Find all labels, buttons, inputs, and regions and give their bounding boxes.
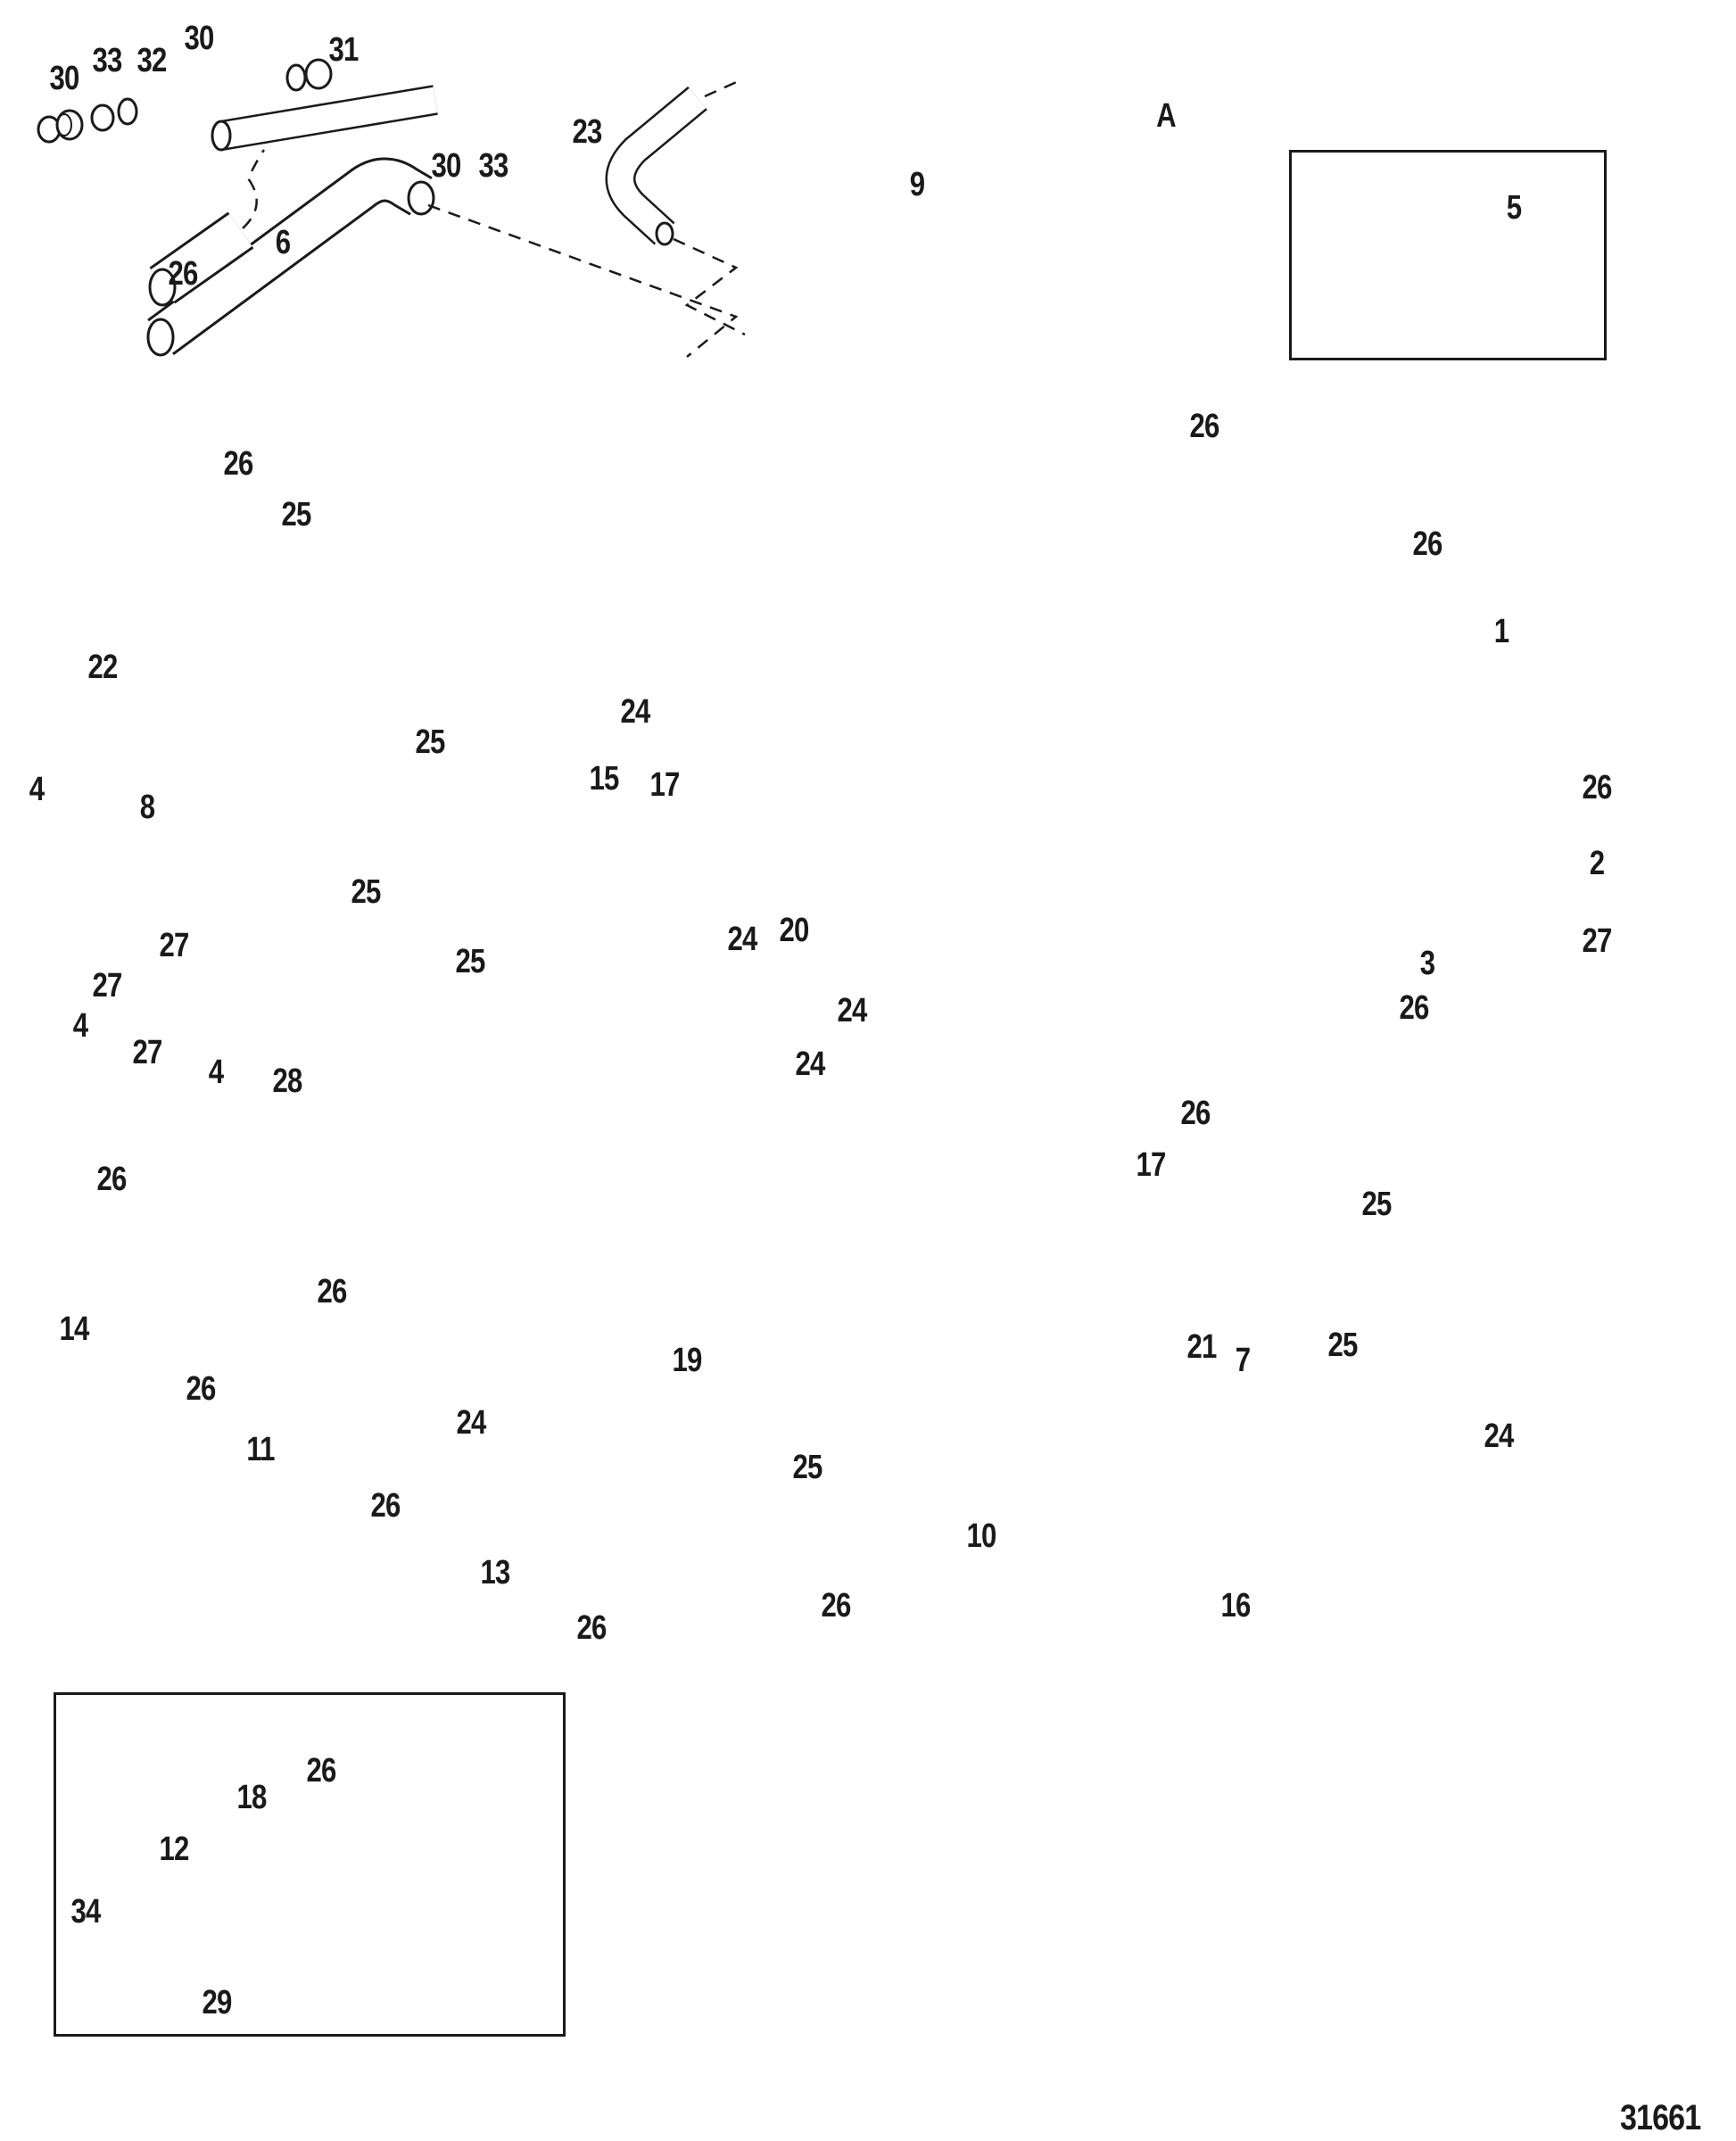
callout-26: 26	[1412, 525, 1443, 563]
callout-33: 33	[478, 147, 508, 185]
hose-9	[605, 86, 707, 246]
callout-15: 15	[589, 760, 619, 798]
clamp-30	[285, 63, 307, 92]
callout-25: 25	[792, 1449, 823, 1486]
callout-26: 26	[576, 1609, 607, 1647]
callout-28: 28	[272, 1062, 302, 1100]
callout-11: 11	[246, 1431, 275, 1468]
callout-25: 25	[351, 873, 381, 911]
callout-24: 24	[837, 992, 867, 1029]
callout-24: 24	[1484, 1418, 1514, 1455]
callout-12: 12	[159, 1831, 189, 1868]
callout-6: 6	[275, 224, 291, 261]
callout-13: 13	[480, 1554, 510, 1591]
callout-26: 26	[317, 1273, 347, 1310]
callout-9: 9	[909, 166, 925, 203]
callout-34: 34	[70, 1893, 101, 1930]
callout-17: 17	[649, 766, 680, 804]
callout-30: 30	[431, 147, 461, 185]
callout-25: 25	[455, 943, 485, 980]
clamp-30	[117, 97, 138, 126]
callout-1: 1	[1493, 613, 1509, 650]
inset-box-cooling-tube	[1289, 150, 1607, 360]
fitting-32	[90, 103, 115, 132]
callout-26: 26	[306, 1752, 336, 1790]
callout-3: 3	[1419, 945, 1435, 982]
callout-2: 2	[1589, 845, 1605, 882]
callout-4: 4	[208, 1054, 224, 1091]
callout-26: 26	[1189, 408, 1219, 445]
document-number: 31661	[1620, 2098, 1701, 2137]
reference-letter-a: A	[1156, 97, 1177, 135]
callout-25: 25	[1361, 1186, 1392, 1223]
callout-19: 19	[672, 1342, 702, 1379]
callout-14: 14	[59, 1310, 89, 1348]
callout-23: 23	[572, 113, 602, 151]
callout-27: 27	[92, 967, 122, 1004]
callout-27: 27	[1582, 922, 1612, 960]
callout-30: 30	[49, 60, 79, 97]
callout-24: 24	[620, 693, 650, 731]
callout-29: 29	[202, 1984, 232, 2021]
callout-24: 24	[795, 1046, 825, 1083]
callout-22: 22	[87, 649, 118, 686]
callout-10: 10	[966, 1517, 996, 1555]
callout-31: 31	[328, 31, 359, 69]
callout-33: 33	[92, 42, 122, 79]
callout-26: 26	[370, 1487, 401, 1525]
callout-30: 30	[184, 20, 214, 57]
hose-31	[211, 85, 438, 152]
callout-24: 24	[456, 1404, 486, 1442]
hose-6	[148, 211, 254, 307]
callout-26: 26	[821, 1587, 851, 1624]
fitting-33	[55, 109, 84, 141]
callout-4: 4	[29, 771, 45, 808]
callout-17: 17	[1136, 1146, 1166, 1184]
callout-4: 4	[72, 1007, 88, 1045]
inset-box-drain-fitting	[54, 1692, 566, 2037]
callout-26: 26	[1180, 1095, 1211, 1132]
callout-25: 25	[1327, 1327, 1358, 1364]
callout-26: 26	[96, 1161, 127, 1198]
callout-26: 26	[1399, 989, 1429, 1027]
callout-8: 8	[139, 789, 155, 826]
callout-25: 25	[281, 496, 311, 533]
fitting-33	[304, 58, 333, 90]
callout-26: 26	[223, 445, 253, 483]
callout-24: 24	[727, 921, 757, 958]
callout-26: 26	[168, 255, 198, 293]
callout-27: 27	[132, 1034, 162, 1071]
hose-23	[146, 157, 435, 357]
callout-7: 7	[1235, 1342, 1251, 1379]
callout-5: 5	[1506, 189, 1522, 227]
callout-21: 21	[1186, 1328, 1217, 1366]
callout-16: 16	[1220, 1587, 1251, 1624]
callout-18: 18	[236, 1779, 267, 1816]
callout-25: 25	[415, 723, 445, 761]
callout-27: 27	[159, 927, 189, 964]
callout-20: 20	[779, 912, 809, 949]
callout-26: 26	[1582, 769, 1612, 806]
callout-32: 32	[136, 42, 167, 79]
callout-26: 26	[186, 1370, 216, 1408]
